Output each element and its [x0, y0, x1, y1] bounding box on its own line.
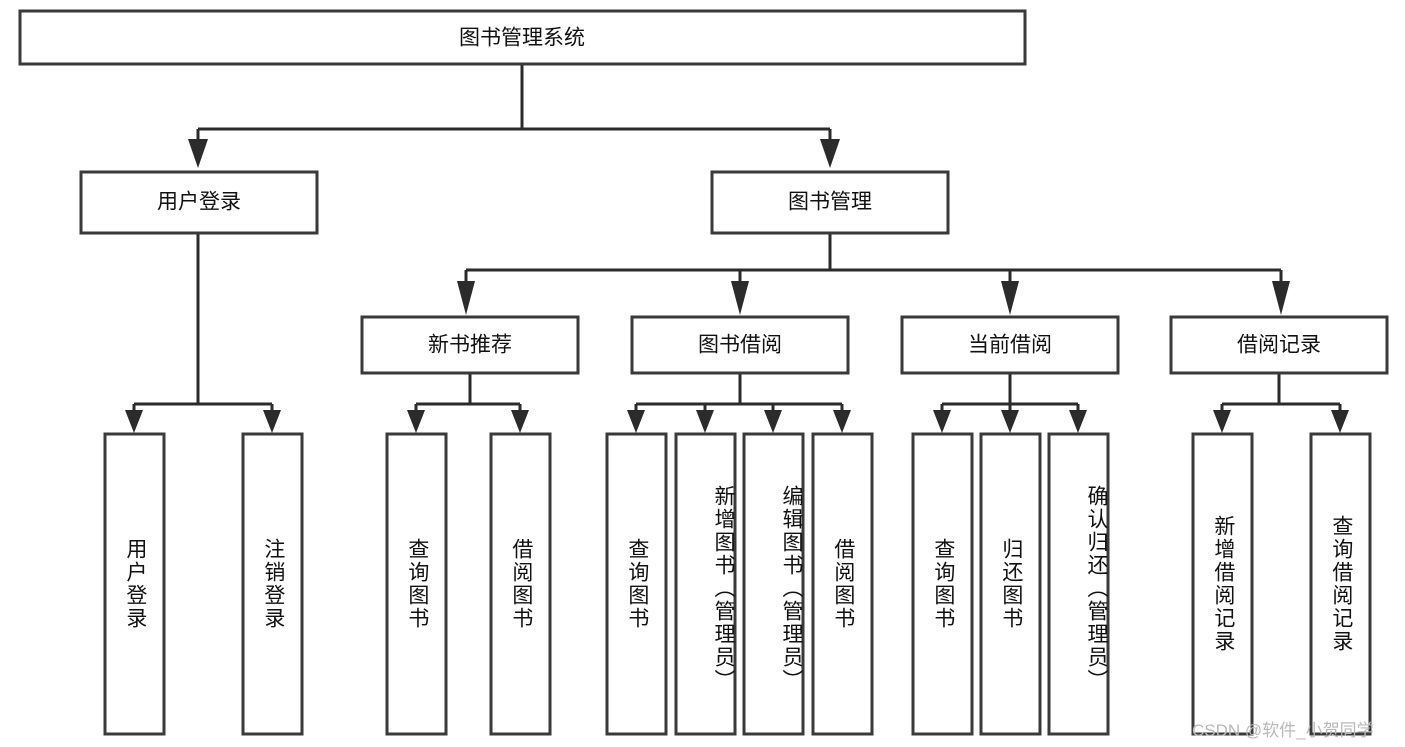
node-user-login[interactable]: [79, 170, 319, 235]
connector-group-book-borrow: [627, 373, 851, 433]
node-new-book-recommend-label: 新书推荐: [428, 334, 512, 357]
arrow-head-leaf-user-login: [125, 410, 143, 433]
arrow-head-leaf-edit-book: [764, 410, 782, 433]
arrow-head-borrow-record: [1272, 281, 1290, 315]
arrow-head-leaf-query-book-1: [407, 410, 425, 433]
arrow-head-book-borrow: [731, 281, 749, 315]
node-leaf-return-book[interactable]: [979, 432, 1042, 736]
node-borrow-record[interactable]: [1169, 315, 1389, 375]
arrow-head-book-manage: [820, 139, 840, 168]
node-leaf-logout[interactable]: [241, 432, 304, 736]
node-root-label: 图书管理系统: [459, 27, 585, 50]
arrow-head-user-login: [188, 139, 208, 168]
node-leaf-query-book-2[interactable]: [605, 432, 668, 736]
node-leaf-confirm-return[interactable]: [1047, 432, 1110, 736]
node-book-borrow[interactable]: [630, 315, 850, 375]
arrow-head-leaf-logout: [263, 410, 281, 433]
node-leaf-borrow-book-2[interactable]: [811, 432, 874, 736]
arrow-head-current-borrow: [1001, 281, 1019, 315]
csdn-watermark: CSDN @软件_小贺同学: [1192, 721, 1374, 740]
node-leaf-query-record[interactable]: [1309, 432, 1372, 736]
node-book-manage-label: 图书管理: [788, 191, 872, 214]
arrow-head-leaf-add-record: [1213, 410, 1231, 433]
node-book-borrow-label: 图书借阅: [698, 334, 782, 357]
connector-group-borrow-record: [1213, 373, 1349, 433]
arrow-head-leaf-query-record: [1331, 410, 1349, 433]
node-book-manage[interactable]: [710, 170, 950, 235]
arrow-head-new-book-recommend: [457, 281, 475, 315]
node-leaf-add-book[interactable]: [674, 432, 737, 736]
arrow-head-leaf-return-book: [1001, 410, 1019, 433]
node-leaf-query-book-1[interactable]: [385, 432, 448, 736]
connector-group-user-login: [125, 233, 281, 433]
connector-group-new-book-recommend: [407, 373, 529, 433]
node-current-borrow-label: 当前借阅: [968, 334, 1052, 357]
node-user-login-label: 用户登录: [157, 191, 241, 214]
connector-group-root: [188, 64, 840, 168]
node-borrow-record-label: 借阅记录: [1237, 334, 1321, 357]
node-leaf-borrow-book-1[interactable]: [489, 432, 552, 736]
arrow-head-leaf-borrow-book-1: [511, 410, 529, 433]
node-leaf-add-record[interactable]: [1191, 432, 1254, 736]
node-leaf-edit-book[interactable]: [742, 432, 805, 736]
node-leaf-user-login[interactable]: [103, 432, 166, 736]
node-leaf-query-book-3[interactable]: [911, 432, 974, 736]
connector-group-current-borrow: [933, 373, 1087, 433]
node-root[interactable]: [18, 9, 1027, 66]
arrow-head-leaf-borrow-book-2: [833, 410, 851, 433]
node-new-book-recommend[interactable]: [360, 315, 580, 375]
connector-group-book-manage: [457, 233, 1290, 315]
node-current-borrow[interactable]: [900, 315, 1120, 375]
arrow-head-leaf-add-book: [696, 410, 714, 433]
arrow-head-leaf-confirm-return: [1069, 410, 1087, 433]
arrow-head-leaf-query-book-3: [933, 410, 951, 433]
arrow-head-leaf-query-book-2: [627, 410, 645, 433]
